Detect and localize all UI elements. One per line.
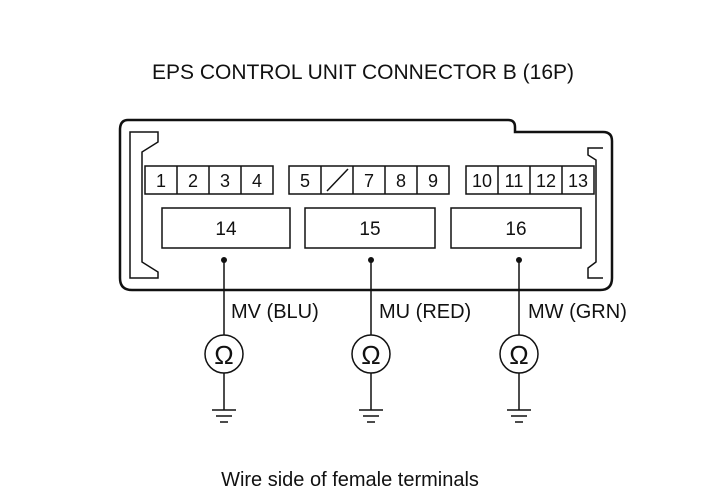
probe-lead-mu: Ω (351, 257, 391, 423)
wire-label-mw: MW (GRN) (528, 301, 627, 323)
ohmmeter-icon: Ω (351, 334, 391, 374)
terminal-16: 16 (450, 207, 582, 249)
pin-9: 9 (428, 171, 438, 191)
pin-1: 1 (156, 171, 166, 191)
diagram-title: EPS CONTROL UNIT CONNECTOR B (16P) (152, 61, 574, 84)
terminal-14: 14 (161, 207, 291, 249)
svg-text:Ω: Ω (214, 340, 233, 370)
ground-icon (507, 409, 531, 423)
terminal-15: 15 (304, 207, 436, 249)
svg-text:Ω: Ω (509, 340, 528, 370)
pin-5: 5 (300, 171, 310, 191)
svg-text:Ω: Ω (361, 340, 380, 370)
pin-15: 15 (359, 219, 380, 240)
pin-group-10-13: 10 11 12 13 (465, 165, 595, 195)
pin-4: 4 (252, 171, 262, 191)
diagram-caption: Wire side of female terminals (221, 469, 479, 491)
pin-12: 12 (536, 171, 556, 191)
pin-14: 14 (215, 219, 237, 240)
pin-11: 11 (505, 171, 524, 191)
probe-lead-mv: Ω (204, 257, 244, 423)
pin-group-5-9: 5 7 8 9 (288, 165, 450, 195)
ohmmeter-icon: Ω (204, 334, 244, 374)
connector-housing (118, 118, 614, 292)
unused-pin-slash (326, 168, 349, 192)
wire-label-mv: MV (BLU) (231, 301, 319, 323)
wire-label-mu: MU (RED) (379, 301, 471, 323)
probe-lead-mw: Ω (499, 257, 539, 423)
ground-icon (212, 409, 236, 423)
pin-group-1-4: 1 2 3 4 (144, 165, 274, 195)
pin-16: 16 (505, 219, 526, 240)
pin-3: 3 (220, 171, 230, 191)
pin-8: 8 (396, 171, 406, 191)
pin-13: 13 (568, 171, 588, 191)
ground-icon (359, 409, 383, 423)
ohmmeter-icon: Ω (499, 334, 539, 374)
pin-10: 10 (472, 171, 492, 191)
pin-2: 2 (188, 171, 198, 191)
pin-7: 7 (364, 171, 374, 191)
